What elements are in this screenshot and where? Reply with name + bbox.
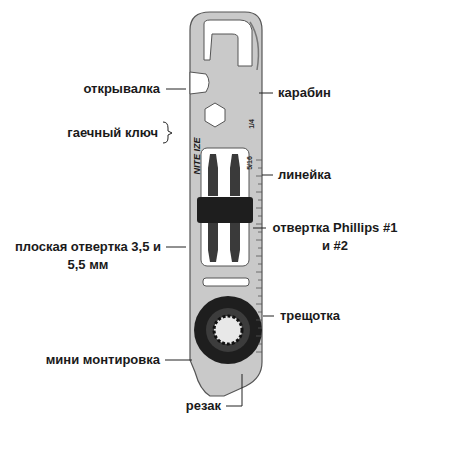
part-label: открывалка bbox=[83, 80, 160, 98]
part-label: гаечный ключ bbox=[67, 124, 158, 142]
part-label: карабин bbox=[278, 84, 331, 102]
part-label: отвертка Phillips #1 и #2 bbox=[272, 219, 398, 255]
part-label: мини монтировка bbox=[46, 351, 160, 369]
tool-marking: 1/4 bbox=[248, 119, 256, 129]
part-label: плоская отвертка 3,5 и 5,5 мм bbox=[14, 238, 162, 274]
tool-marking: NITE IZE bbox=[192, 137, 202, 174]
tool-marking: 5/16 bbox=[246, 156, 254, 170]
part-label: линейка bbox=[278, 166, 331, 184]
part-label: трещотка bbox=[280, 307, 340, 325]
part-label: резак bbox=[186, 397, 221, 415]
